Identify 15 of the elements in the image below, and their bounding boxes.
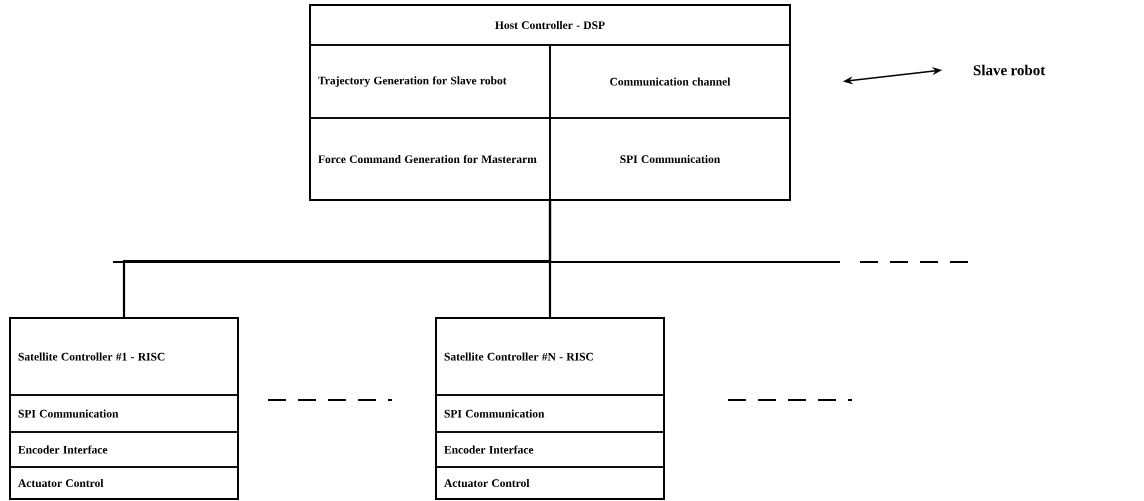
table-cell: SPI Communication: [435, 394, 665, 433]
robot-label: Slave robot: [973, 64, 1046, 76]
table-cell: Actuator Control: [435, 466, 665, 500]
table-cell: Encoder Interface: [9, 431, 239, 468]
table-cell: Actuator Control: [9, 466, 239, 500]
table-cell: Satellite Controller #N - RISC: [435, 317, 665, 396]
table-cell: SPI Communication: [549, 117, 791, 201]
table-cell: Communication channel: [549, 44, 791, 119]
table-cell: Force Command Generation for Masterarm: [309, 117, 551, 201]
bus-connector: [548, 200, 552, 318]
table-cell: Satellite Controller #1 - RISC: [9, 317, 239, 396]
table-cell: SPI Communication: [9, 394, 239, 433]
table-cell: Encoder Interface: [435, 431, 665, 468]
table-cell: Trajectory Generation for Slave robot: [309, 44, 551, 119]
table-cell: Host Controller - DSP: [309, 4, 791, 46]
